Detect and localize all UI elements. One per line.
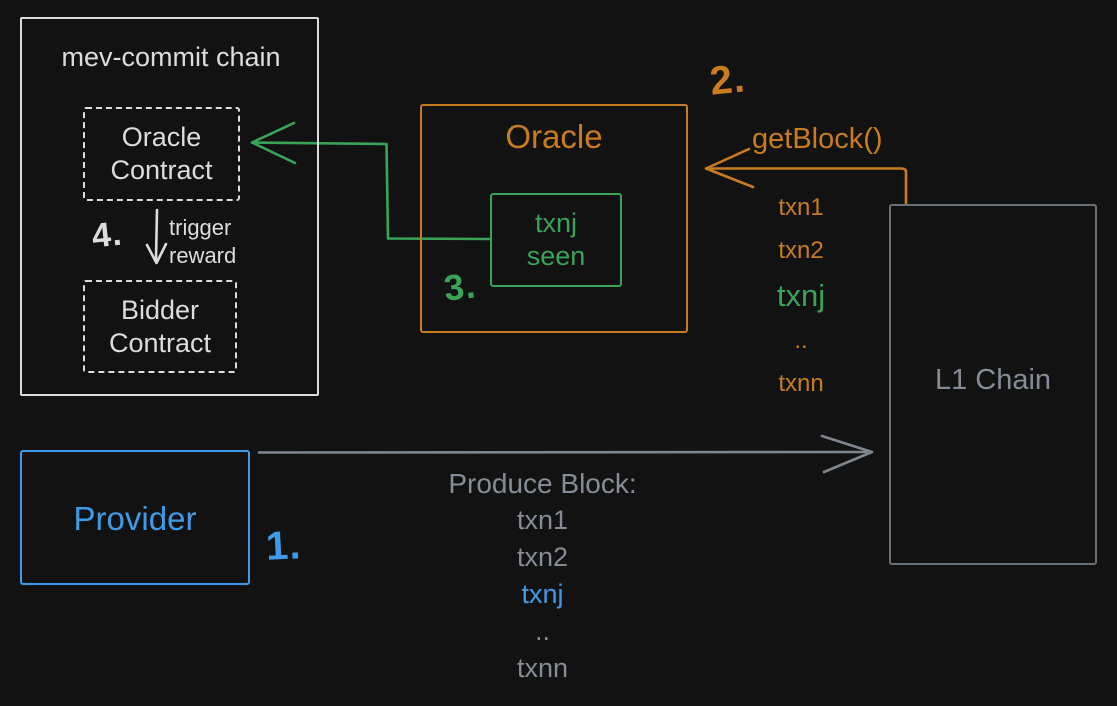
bidder-contract-label: Bidder Contract (108, 294, 212, 358)
getblock-txn-1: txn1 (778, 194, 824, 221)
produce-txn-1: txn1 (516, 505, 569, 535)
provider-title: Provider (73, 500, 197, 537)
l1-chain-title: L1 Chain (934, 364, 1052, 396)
oracle-contract-box: Oracle Contract (83, 107, 240, 201)
oracle-title: Oracle (505, 118, 603, 155)
produce-txn-2: txn2 (516, 542, 569, 572)
oracle-contract-label: Oracle Contract (110, 122, 213, 185)
getblock-txn-n: txnn (778, 370, 824, 397)
mev-commit-chain-box (20, 17, 319, 396)
bidder-contract-box: Bidder Contract (83, 280, 237, 373)
produce-block-title: Produce Block: (448, 468, 637, 499)
provider-box (20, 450, 250, 585)
produce-block-list: Produce Block: txn1 txn2 txnj .. txnn (400, 466, 685, 687)
getblock-txn-2: txn2 (778, 237, 824, 264)
produce-txn-n: txnn (516, 653, 569, 683)
getblock-txn-j: txnj (776, 278, 826, 313)
txnj-seen-box: txnj seen (490, 193, 622, 287)
step-1-label: 1. (264, 523, 303, 569)
l1-chain-box (889, 204, 1097, 565)
getblock-txn-list: txn1 txn2 txnj .. txnn (742, 186, 860, 405)
trigger-reward-label: trigger reward (169, 215, 237, 268)
txnj-seen-label: txnj seen (526, 208, 586, 271)
step-4-label: 4. (90, 214, 125, 256)
getblock-txn-dots: .. (794, 327, 808, 354)
getblock-label: getBlock() (752, 123, 883, 155)
oracle-box (420, 104, 688, 333)
produce-txn-dots: .. (534, 616, 550, 646)
produce-txn-j: txnj (521, 579, 564, 609)
mev-commit-chain-title: mev-commit chain (61, 42, 281, 72)
step-3-label: 3. (441, 264, 479, 309)
step-2-label: 2. (707, 56, 748, 104)
